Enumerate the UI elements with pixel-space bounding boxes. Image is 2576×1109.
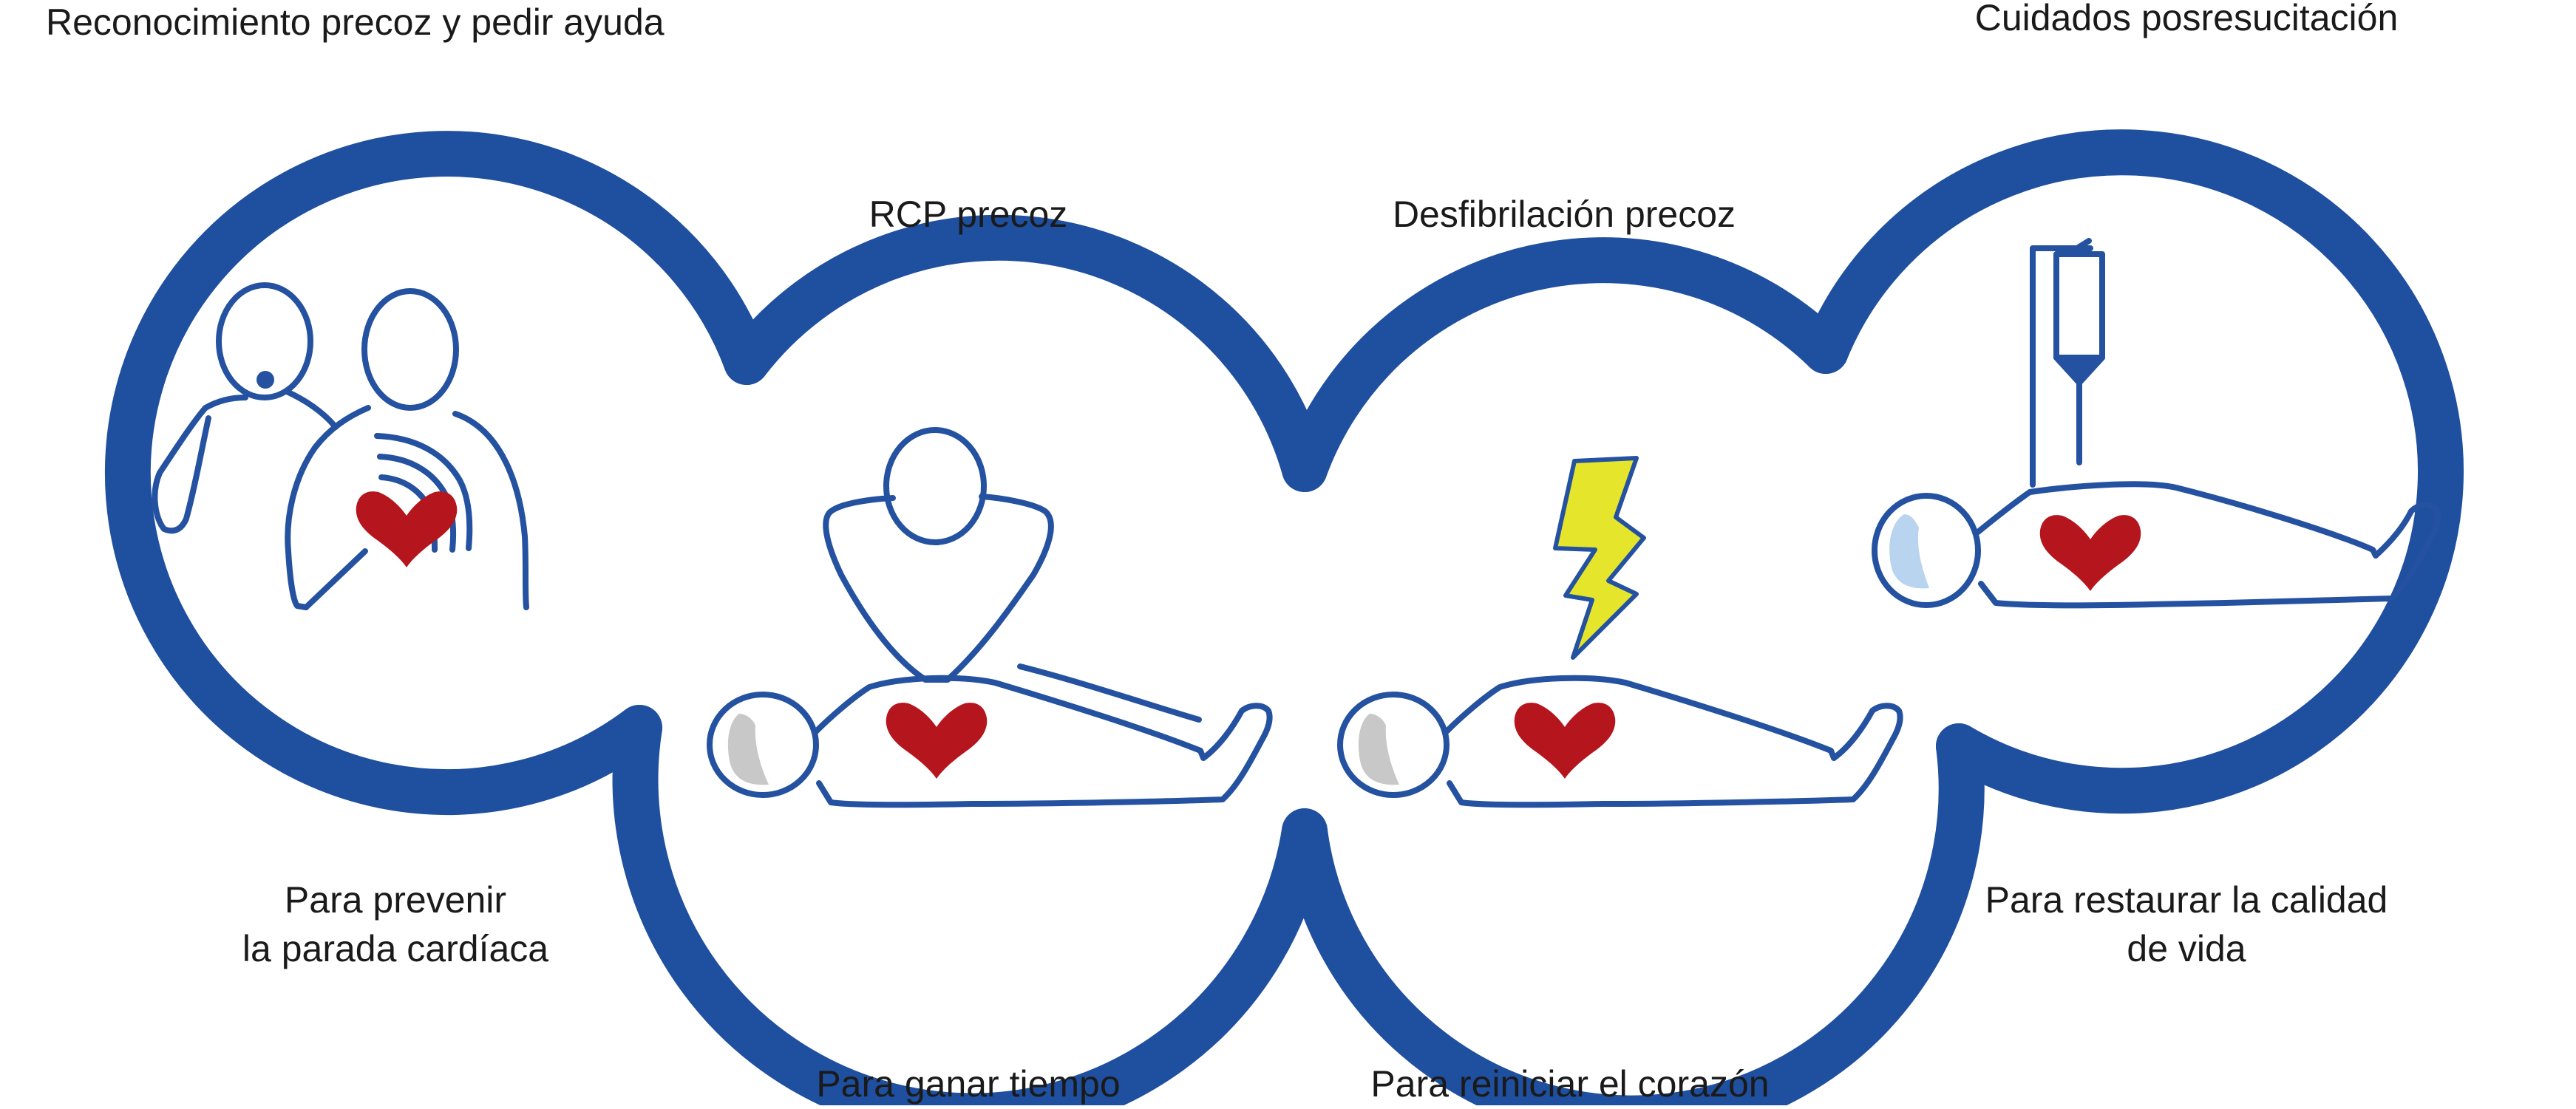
iv-drip-patient-icon	[1872, 481, 2441, 609]
stage1-caption-line2: la parada cardíaca	[242, 928, 549, 969]
stage1-title: Reconocimiento precoz y pedir ayuda	[46, 1, 665, 43]
cpr-compression-icon	[823, 427, 1054, 683]
chain-link-1	[104, 131, 769, 816]
chain-link-3	[1282, 237, 1849, 492]
stage3-title: Desfibrilación precoz	[1392, 194, 1736, 235]
stage3-caption: Para reiniciar el corazón	[1370, 1063, 1770, 1105]
defibrillation-lightning-icon	[1553, 456, 1646, 660]
cpr-patient-icon	[707, 663, 1273, 808]
chain-link-3-bottom	[1282, 723, 1985, 1109]
defib-patient-icon	[1337, 675, 1903, 808]
chain-link-2	[724, 214, 1328, 492]
stage2-caption: Para ganar tiempo	[816, 1063, 1121, 1105]
chain-link-4	[1803, 129, 2464, 814]
stage2-title: RCP precoz	[869, 194, 1068, 235]
stage4-title: Cuidados posresucitación	[1974, 0, 2399, 38]
iv-drip-icon	[2030, 238, 2105, 488]
chain-link-2-bottom	[612, 705, 1328, 1109]
stage4-caption-line2: de vida	[2127, 928, 2246, 969]
rescuer-checking-victim-icon	[152, 282, 529, 610]
chain-links	[104, 129, 2464, 1109]
stage1-caption-line1: Para prevenir	[284, 879, 507, 921]
stage4-caption-line1: Para restaurar la calidad	[1985, 879, 2388, 921]
